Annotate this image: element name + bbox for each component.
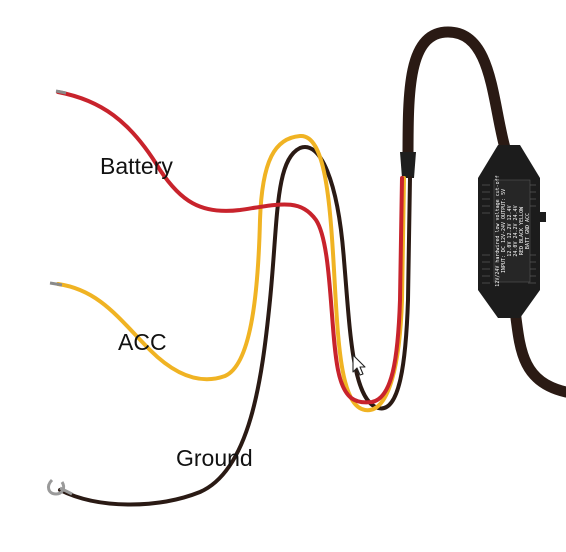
module-label-line-6: BATT GND ACC (525, 213, 531, 249)
low-voltage-module: 12V/24V hardwired low voltage cut-off IN… (478, 145, 546, 318)
module-label-line-4: 24.0V 24.2V 24.4V (513, 205, 519, 256)
module-switch (538, 212, 546, 222)
battery-wire (56, 90, 404, 405)
battery-lead-tip (55, 89, 67, 95)
acc-lead-tip (49, 281, 63, 287)
acc-label: ACC (118, 329, 167, 355)
ring-terminal-icon (47, 478, 73, 496)
module-label-panel (493, 179, 531, 283)
module-exit-cable (509, 304, 566, 398)
module-label-line-1: 12V/24V hardwired low voltage cut-off (495, 175, 501, 286)
cable-boot (400, 152, 416, 178)
module-label-line-3: 12.0V 12.2V 12.4V (507, 205, 513, 256)
module-label-line-2: INPUT: DC 12V-24V OUTPUT: 5V (501, 189, 507, 273)
battery-label: Battery (100, 153, 173, 179)
output-cable (402, 26, 511, 166)
ground-label: Ground (176, 445, 253, 471)
acc-wire (56, 134, 406, 413)
mouse-pointer-icon (352, 354, 366, 376)
module-label-line-5: RED BLACK YELLOW (519, 206, 525, 255)
